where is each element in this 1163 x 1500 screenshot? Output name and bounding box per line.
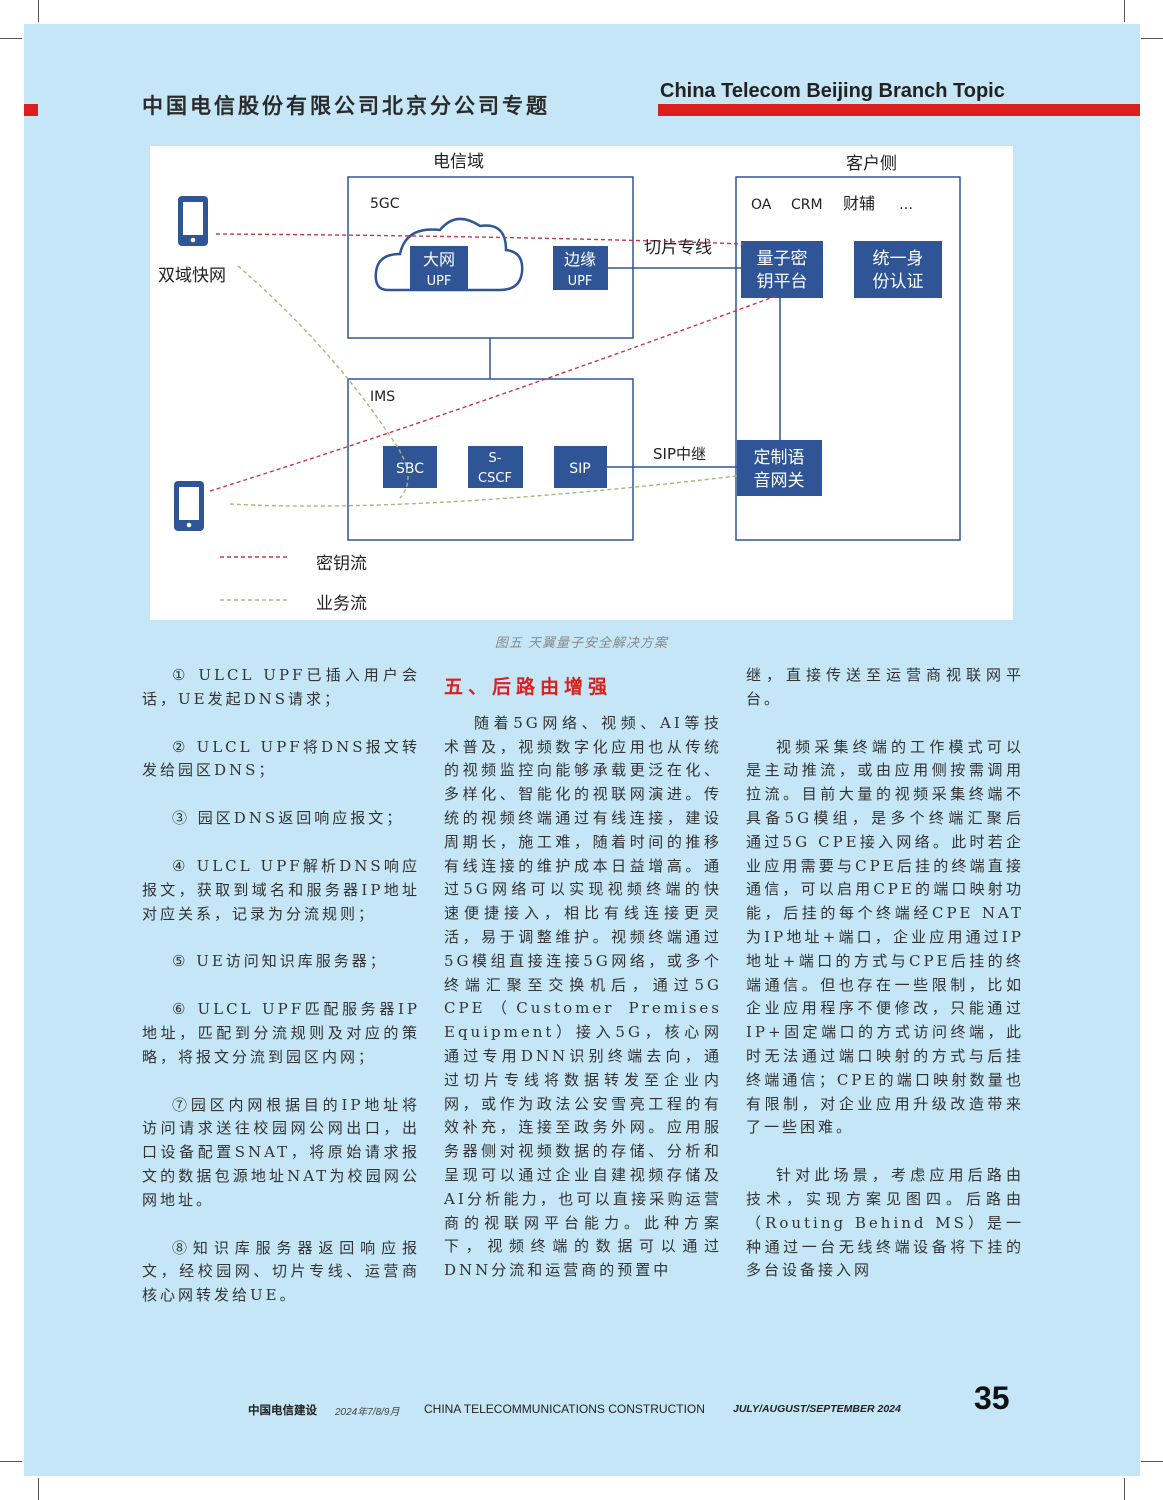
crop-mark bbox=[1124, 0, 1125, 22]
footer-magazine-cn: 中国电信建设 bbox=[248, 1403, 317, 1417]
unified-auth-box bbox=[854, 241, 942, 298]
big-net-upf-label: UPF bbox=[427, 274, 452, 289]
big-net-upf-box bbox=[410, 246, 468, 290]
phone-icon bbox=[178, 196, 208, 246]
big-net-label: 大网 bbox=[423, 250, 455, 269]
sip-box bbox=[554, 446, 607, 488]
voice-gateway-box bbox=[737, 440, 822, 496]
paragraph: ④ ULCL UPF解析DNS响应报文，获取到域名和服务器IP地址对应关系，记录… bbox=[142, 856, 420, 923]
telecom-domain-label: 电信域 bbox=[433, 152, 484, 172]
oa-label: OA bbox=[751, 197, 772, 213]
header-accent-mark bbox=[24, 104, 38, 116]
key-flow-line bbox=[215, 233, 745, 245]
auth-label-2: 份认证 bbox=[873, 272, 924, 292]
footer-date-en: JULY/AUGUST/SEPTEMBER 2024 bbox=[733, 1403, 901, 1415]
crop-mark bbox=[0, 1461, 22, 1462]
paragraph: ⑥ ULCL UPF匹配服务器IP地址，匹配到分流规则及对应的策略，将报文分流到… bbox=[142, 1000, 420, 1066]
header-title-en: China Telecom Beijing Branch Topic bbox=[660, 80, 1005, 102]
paragraph: ① ULCL UPF已插入用户会话，UE发起DNS请求； bbox=[142, 666, 420, 708]
paragraph: 继，直接传送至运营商视联网平台。 bbox=[746, 666, 1024, 708]
paragraph: 视频采集终端的工作模式可以是主动推流，或由应用侧按需调用拉流。目前大量的视频采集… bbox=[746, 737, 1024, 1137]
figure-caption: 图五 天翼量子安全解决方案 bbox=[494, 636, 669, 651]
service-flow-line bbox=[229, 475, 738, 507]
quantum-label-2: 钥平台 bbox=[757, 272, 808, 292]
edge-label: 边缘 bbox=[564, 250, 596, 269]
crm-label: CRM bbox=[791, 197, 823, 213]
sip-trunk-label: SIP中继 bbox=[653, 445, 706, 463]
column-2: 五、后路由增强 随着5G网络、视频、AI等技术普及，视频数字化应用也从传统的视频… bbox=[444, 674, 722, 1283]
edge-upf-box bbox=[553, 246, 608, 290]
scscf-label-2: CSCF bbox=[478, 471, 512, 486]
crop-mark bbox=[1141, 38, 1163, 39]
ims-box bbox=[347, 378, 634, 541]
slice-line-label: 切片专线 bbox=[644, 238, 712, 258]
paragraph: 针对此场景，考虑应用后路由技术，实现方案见图四。后路由（Routing Behi… bbox=[746, 1166, 1024, 1280]
column-3: 继，直接传送至运营商视联网平台。 视频采集终端的工作模式可以是主动推流，或由应用… bbox=[746, 664, 1024, 1283]
footer-date-cn: 2024年7/8/9月 bbox=[335, 1407, 400, 1418]
ims-label: IMS bbox=[370, 389, 395, 405]
voice-label-2: 音网关 bbox=[754, 471, 805, 491]
crop-mark bbox=[1124, 1478, 1125, 1500]
crop-mark bbox=[0, 38, 22, 39]
sbc-label: SBC bbox=[396, 461, 424, 477]
paragraph: ⑤ UE访问知识库服务器； bbox=[172, 952, 388, 971]
section-title: 五、后路由增强 bbox=[444, 676, 613, 698]
customer-side-label: 客户侧 bbox=[846, 154, 897, 174]
legend-key-label: 密钥流 bbox=[316, 554, 367, 574]
paragraph: ⑦园区内网根据目的IP地址将访问请求送往校园网公网出口，出口设备配置SNAT，将… bbox=[142, 1095, 420, 1209]
header-accent-bar bbox=[658, 104, 1140, 116]
5gc-label: 5GC bbox=[370, 196, 400, 212]
quantum-key-platform-box bbox=[741, 241, 823, 298]
customer-box bbox=[735, 176, 961, 541]
sbc-box bbox=[383, 446, 437, 488]
ellipsis-label: … bbox=[899, 197, 913, 213]
paragraph: ⑧知识库服务器返回响应报文，经校园网、切片专线、运营商核心网转发给UE。 bbox=[142, 1238, 420, 1305]
quantum-label-1: 量子密 bbox=[757, 249, 808, 269]
network-diagram: 电信域 客户侧 5GC 大网 UPF 边缘 UPF OA CRM 财辅 … 量子… bbox=[158, 152, 961, 614]
scscf-label-1: S- bbox=[489, 451, 502, 466]
paragraph: ② ULCL UPF将DNS报文转发给园区DNS； bbox=[142, 737, 420, 780]
column-1: ① ULCL UPF已插入用户会话，UE发起DNS请求； ② ULCL UPF将… bbox=[142, 664, 420, 1308]
dual-net-label: 双域快网 bbox=[158, 266, 226, 286]
legend-service-label: 业务流 bbox=[316, 594, 367, 614]
sip-label: SIP bbox=[569, 461, 590, 477]
figure-diagram: 电信域 客户侧 5GC 大网 UPF 边缘 UPF OA CRM 财辅 … 量子… bbox=[150, 146, 1013, 620]
edge-upf-label: UPF bbox=[568, 274, 593, 289]
voice-label-1: 定制语 bbox=[754, 448, 805, 468]
page-number: 35 bbox=[974, 1380, 1010, 1416]
scscf-box bbox=[468, 446, 523, 488]
phone-icon bbox=[174, 481, 204, 531]
auth-label-1: 统一身 bbox=[873, 249, 924, 269]
service-flow-line bbox=[237, 265, 409, 499]
key-flow-line bbox=[209, 295, 777, 492]
paragraph: 随着5G网络、视频、AI等技术普及，视频数字化应用也从传统的视频监控向能够承载更… bbox=[444, 713, 722, 1280]
crop-mark bbox=[38, 0, 39, 22]
paragraph: ③ 园区DNS返回响应报文； bbox=[172, 809, 405, 828]
finance-label: 财辅 bbox=[843, 194, 875, 213]
footer-magazine-en: CHINA TELECOMMUNICATIONS CONSTRUCTION bbox=[424, 1402, 705, 1416]
crop-mark bbox=[38, 1478, 39, 1500]
header-title-cn: 中国电信股份有限公司北京分公司专题 bbox=[142, 94, 550, 118]
crop-mark bbox=[1141, 1461, 1163, 1462]
